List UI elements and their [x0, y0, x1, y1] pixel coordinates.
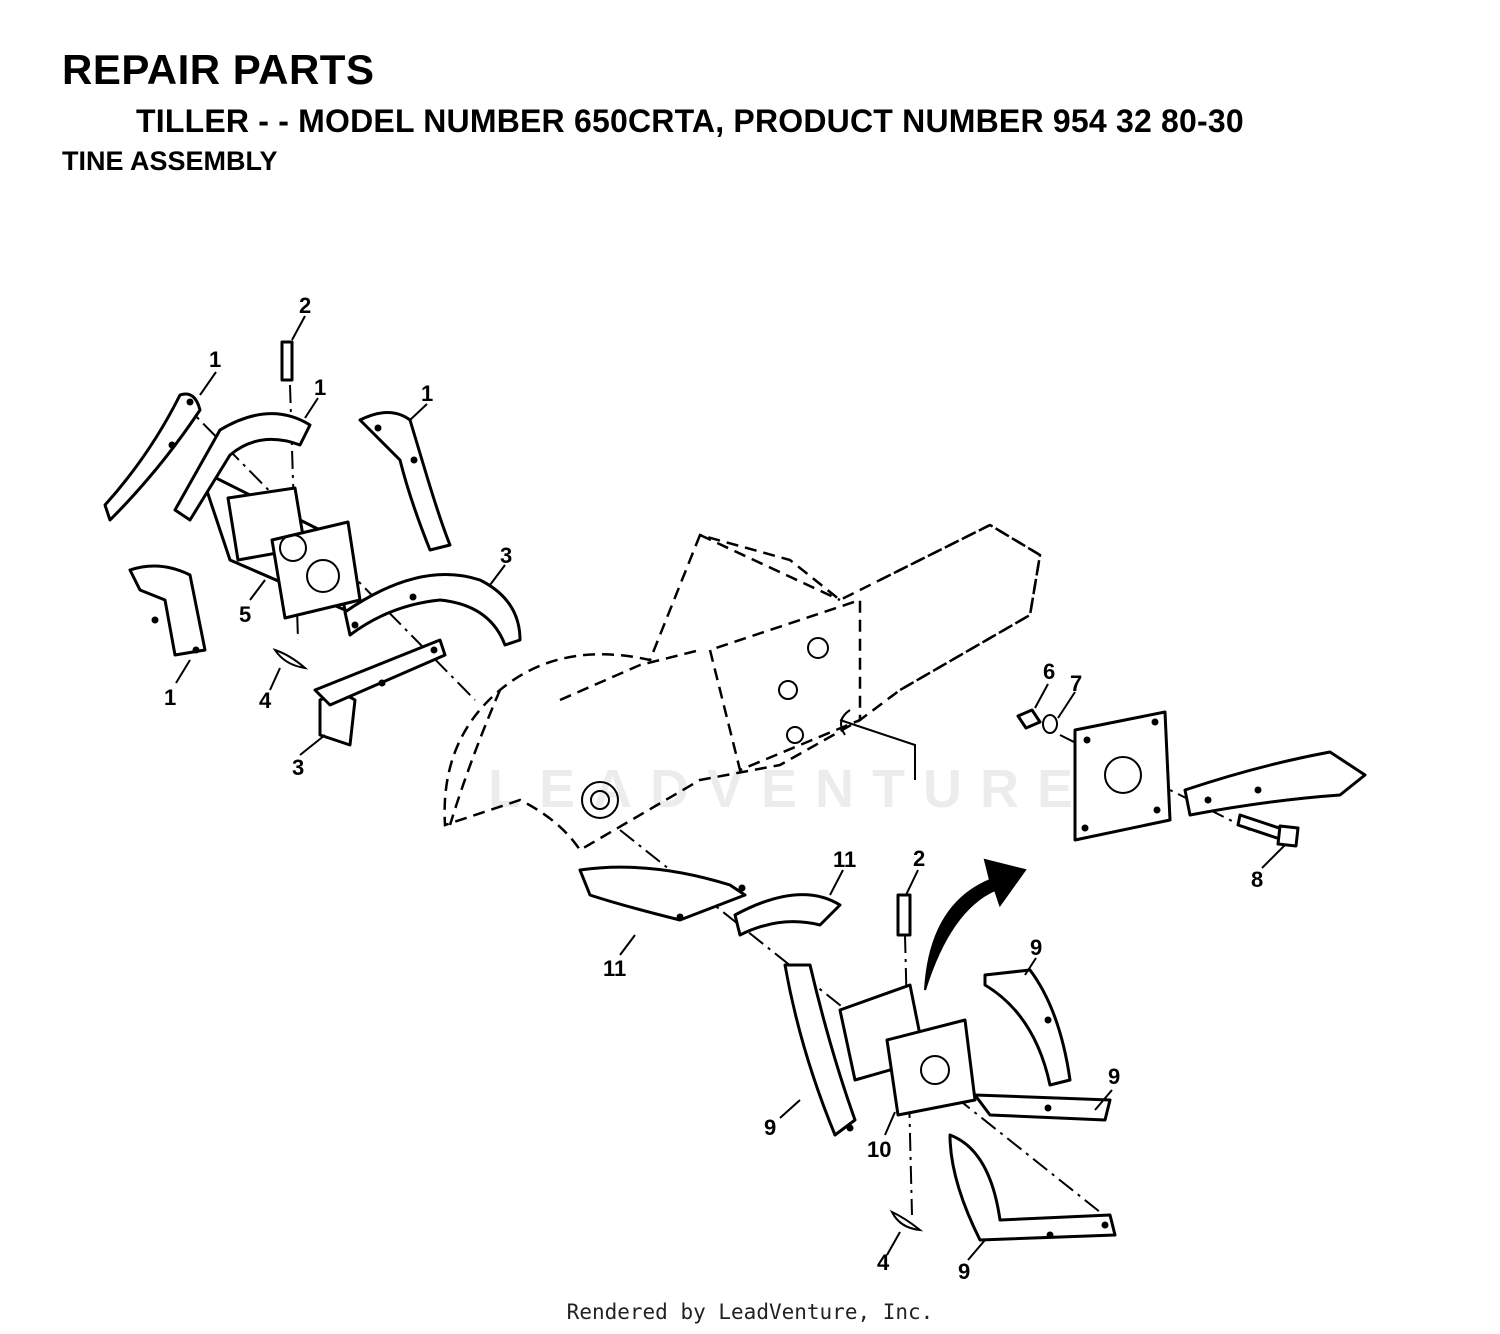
callout-3: 3 — [500, 543, 512, 568]
page-title: REPAIR PARTS — [62, 46, 375, 93]
callout-11: 11 — [603, 956, 626, 981]
outer-hardware — [1016, 708, 1367, 848]
leader-lines — [175, 315, 1286, 1261]
callout-9: 9 — [764, 1115, 776, 1140]
callout-8: 8 — [1251, 867, 1263, 892]
callout-1: 1 — [421, 381, 433, 406]
callout-6: 6 — [1043, 659, 1055, 684]
callout-3: 3 — [292, 755, 304, 780]
section-title: TINE ASSEMBLY — [62, 146, 278, 176]
callout-labels: 1 1 1 1 2 2 3 3 4 4 5 6 7 8 9 9 9 9 10 1… — [164, 293, 1263, 1284]
callout-11: 11 — [833, 847, 856, 872]
callout-9: 9 — [1108, 1064, 1120, 1089]
callout-7: 7 — [1070, 671, 1082, 696]
callout-1: 1 — [314, 375, 326, 400]
callout-4: 4 — [877, 1250, 890, 1275]
footer-credit: Rendered by LeadVenture, Inc. — [566, 1300, 934, 1324]
callout-2: 2 — [913, 846, 925, 871]
callout-1: 1 — [209, 347, 221, 372]
left-tine-assembly — [103, 340, 522, 747]
callout-1: 1 — [164, 685, 176, 710]
tiller-housing-outline — [443, 523, 1042, 852]
callout-9: 9 — [1030, 935, 1042, 960]
callout-2: 2 — [299, 293, 311, 318]
right-tine-assembly — [578, 858, 1117, 1242]
callout-5: 5 — [239, 602, 251, 627]
rotation-arrow-icon — [924, 858, 1027, 991]
callout-10: 10 — [867, 1137, 891, 1162]
model-subtitle: TILLER - - MODEL NUMBER 650CRTA, PRODUCT… — [136, 103, 1244, 139]
callout-9: 9 — [958, 1259, 970, 1284]
callout-4: 4 — [259, 688, 272, 713]
